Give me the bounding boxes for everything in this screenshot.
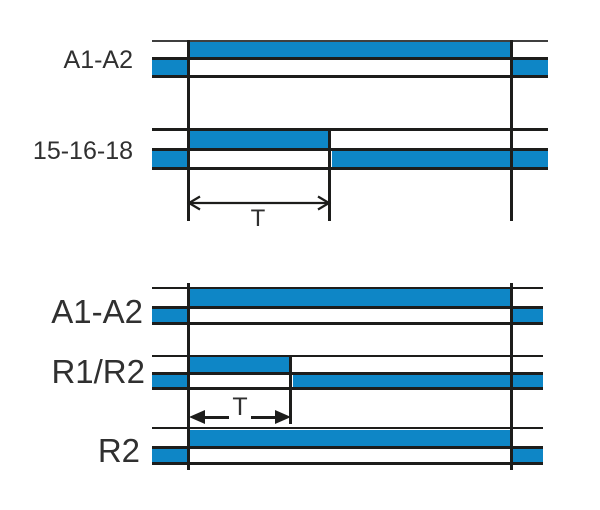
signal-label-a1a2-top: A1-A2 [63,46,133,74]
event-line-start-bottom [187,283,190,470]
time-interval-arrow-top [186,195,332,211]
time-interval-label-top: T [250,205,266,232]
r1r2-off-bar-left [152,375,187,387]
row-r1r2-bottom-rail [152,387,543,390]
a1a2-off-bar-left [152,60,187,75]
row-a1a2b-mid-rail [152,306,543,309]
r2-off-bar-right [513,449,543,462]
a1a2b-off-bar-left [152,309,187,322]
contact-off-bar-right [332,151,548,167]
row-151618-top-rail [152,128,548,131]
row-151618-mid-rail [152,148,548,151]
signal-label-r2: R2 [97,432,140,469]
row-r2-bottom-rail [152,462,543,465]
time-interval-label-bottom: T [232,393,248,421]
event-line-off-bottom [510,283,513,470]
event-line-t-end-bottom [289,355,292,424]
row-r1r2-top-rail [152,355,543,357]
a1a2b-off-bar-right [513,309,543,322]
a1a2-on-bar [190,42,510,57]
row-151618-bottom-rail [152,167,548,170]
r1r2-off-bar-right [293,375,543,387]
arrowhead-right-icon [275,410,291,424]
row-a1a2-bottom-rail [152,75,548,78]
arrow-shaft-right [251,415,276,419]
a1a2-off-bar-right [513,60,548,75]
event-line-t-end-top [328,128,331,221]
event-line-start-top [187,40,190,221]
row-r2-mid-rail [152,446,543,449]
arrow-shaft-left [205,415,229,419]
contact-off-bar-left [152,151,188,167]
row-a1a2b-top-rail [152,287,543,289]
event-line-off-top [510,40,513,221]
arrowhead-left-icon [189,410,205,424]
a1a2b-on-bar [190,289,510,306]
row-r2-top-rail [152,427,543,429]
row-a1a2-mid-rail [152,57,548,60]
r1r2-on-pulse-bar [190,357,290,372]
r2-off-bar-left [152,449,187,462]
row-a1a2b-bottom-rail [152,322,543,325]
row-r1r2-mid-rail [152,372,543,375]
signal-label-a1a2-bottom: A1-A2 [51,293,143,330]
row-a1a2-top-rail [152,40,548,42]
r2-on-bar [190,430,510,446]
signal-label-r1r2: R1/R2 [51,353,145,390]
signal-label-15-16-18: 15-16-18 [32,137,133,165]
contact-on-pulse-bar [190,131,329,148]
